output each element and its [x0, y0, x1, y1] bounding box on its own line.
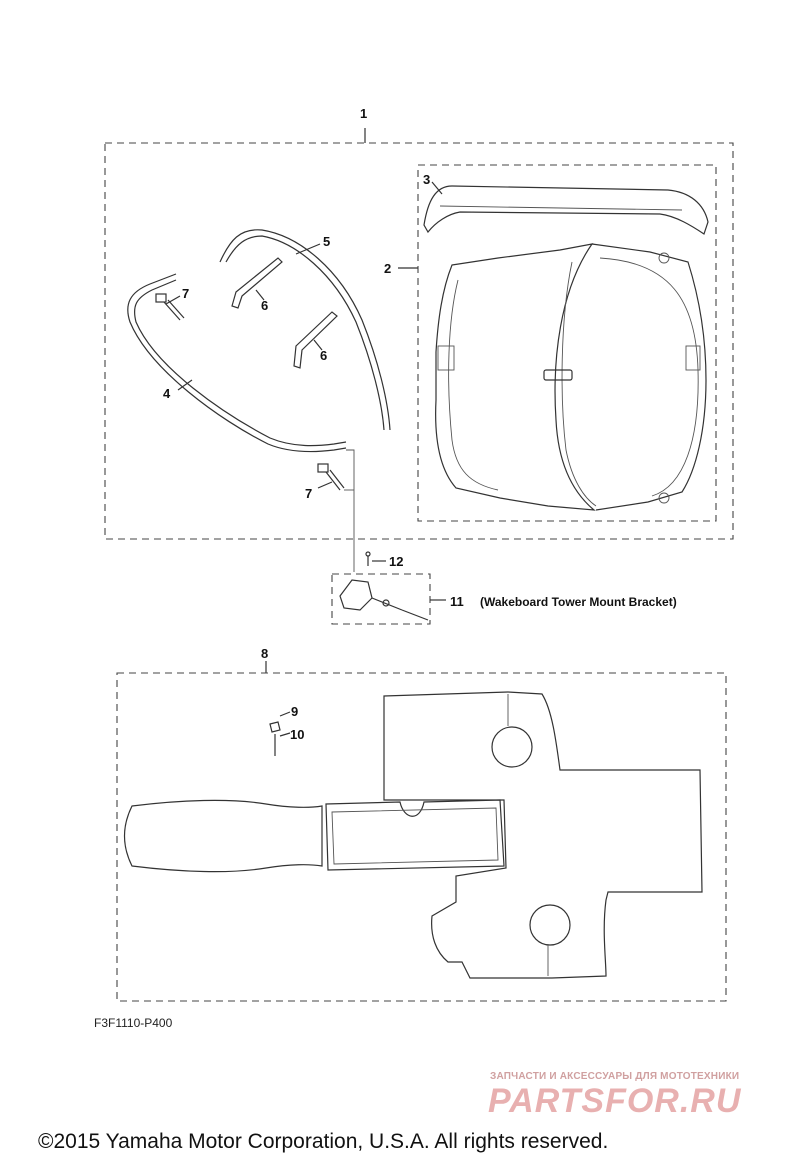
part-3-rail-pad[interactable]	[423, 185, 709, 235]
callout-7-upper[interactable]: 7	[182, 286, 189, 301]
part-7-fitting-lower[interactable]	[317, 463, 345, 491]
watermark-logo: PARTSFOR.RU	[488, 1082, 742, 1120]
diagram-code: F3F1110-P400	[94, 1016, 173, 1030]
callout-4[interactable]: 4	[163, 386, 171, 401]
part-6-strut-upper[interactable]	[231, 257, 283, 309]
callout-1[interactable]: 1	[360, 106, 367, 121]
callout-12[interactable]: 12	[389, 554, 403, 569]
part-9-fastener[interactable]	[269, 721, 281, 733]
callout-9[interactable]: 9	[291, 704, 298, 719]
callout-6-upper[interactable]: 6	[261, 298, 268, 313]
part-4-lower-tube[interactable]	[127, 273, 347, 453]
bracket-caption: (Wakeboard Tower Mount Bracket)	[480, 595, 677, 609]
callout-5[interactable]: 5	[323, 234, 330, 249]
part-2-cover[interactable]	[435, 243, 707, 511]
part-7-fitting-upper[interactable]	[155, 293, 185, 321]
copyright-notice: ©2015 Yamaha Motor Corporation, U.S.A. A…	[38, 1130, 609, 1153]
callout-2[interactable]: 2	[384, 261, 391, 276]
group-11-boundary	[331, 573, 431, 625]
part-5-upper-tube[interactable]	[219, 229, 391, 431]
callout-3[interactable]: 3	[423, 172, 430, 187]
group-1-boundary	[104, 142, 734, 540]
mat-left[interactable]	[123, 799, 323, 873]
callout-6-lower[interactable]: 6	[320, 348, 327, 363]
mat-right[interactable]	[383, 691, 703, 979]
part-11-mount-bracket[interactable]	[339, 579, 429, 621]
callout-11[interactable]: 11	[450, 594, 464, 609]
group-8-boundary	[116, 672, 727, 1002]
part-12-screw[interactable]	[365, 551, 371, 566]
callout-10[interactable]: 10	[290, 727, 304, 742]
callout-7-lower[interactable]: 7	[305, 486, 312, 501]
watermark-tagline: ЗАПЧАСТИ И АКСЕССУАРЫ ДЛЯ МОТОТЕХНИКИ	[490, 1071, 740, 1082]
callout-8[interactable]: 8	[261, 646, 268, 661]
mat-center[interactable]	[325, 799, 505, 871]
part-6-strut-lower[interactable]	[293, 311, 338, 369]
group-2-boundary	[417, 164, 717, 522]
